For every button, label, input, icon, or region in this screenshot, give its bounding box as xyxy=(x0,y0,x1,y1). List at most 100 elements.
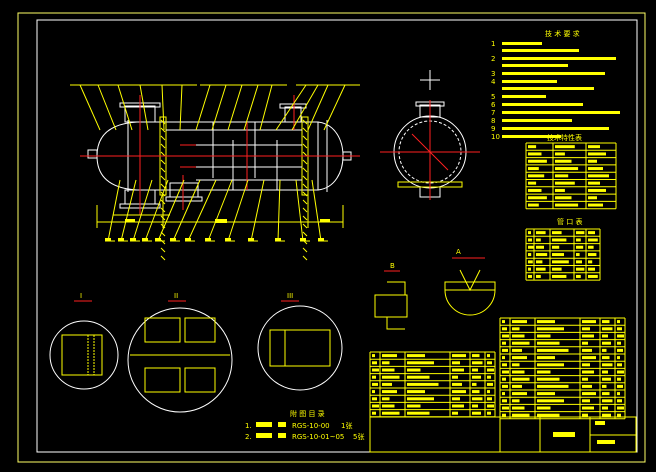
tech-table-cell-text xyxy=(555,188,565,192)
title-block-drawing-number xyxy=(597,440,615,444)
parts-list-cell-text xyxy=(617,392,620,396)
parts-list-cell-text xyxy=(537,341,560,345)
parts-list-cell-text xyxy=(372,361,377,365)
tech-table-cell-text xyxy=(588,145,600,149)
parts-list-cell-text xyxy=(617,377,621,381)
nozzle-table-cell-text xyxy=(552,245,560,249)
tech-table-cell-text xyxy=(528,203,539,207)
leader-line xyxy=(79,84,101,131)
drawing-list-number: 2. xyxy=(245,433,252,441)
parts-list-cell-text xyxy=(382,397,390,401)
parts-list-cell-text xyxy=(617,370,624,374)
note-number: 8 xyxy=(491,117,495,125)
note-text-line xyxy=(502,72,605,75)
parts-list-cell-text xyxy=(502,356,505,360)
parts-list-cell-text xyxy=(372,390,375,394)
note-text-line xyxy=(502,42,542,45)
parts-list-cell-text xyxy=(382,404,395,408)
parts-list-cell-text xyxy=(537,377,560,381)
nozzle-table-cell-text xyxy=(552,238,567,242)
nozzle-table: 管 口 表 xyxy=(525,217,601,281)
tech-table-cell-text xyxy=(528,152,542,156)
parts-list-cell-text xyxy=(452,411,458,415)
parts-list-cell-text xyxy=(452,361,460,365)
nozzle-table-cell-text xyxy=(588,253,597,257)
leader-line xyxy=(144,179,169,242)
nozzle-table-cell-text xyxy=(588,267,595,271)
nozzle-table-cell-text xyxy=(536,253,548,257)
tech-table-cell-text xyxy=(555,167,579,171)
leader-line xyxy=(227,179,249,242)
note-number: 3 xyxy=(491,70,495,78)
parts-list-cell-text xyxy=(502,348,508,352)
parts-list-cell-text xyxy=(487,354,490,358)
nozzle-table-cell-text xyxy=(528,231,531,235)
nozzle-table-cell-text xyxy=(528,274,532,278)
parts-list-cell-text xyxy=(502,363,507,367)
tech-spec-table: 技术特性表 xyxy=(525,133,617,210)
parts-list-cell-text xyxy=(512,392,527,396)
parts-list-cell-text xyxy=(617,334,624,338)
note-text-line xyxy=(502,127,609,130)
parts-list-cell-text xyxy=(537,334,551,338)
note-number: 5 xyxy=(491,93,495,101)
parts-list-cell-text xyxy=(502,413,506,417)
parts-list-cell-text xyxy=(502,406,509,410)
nozzle-table-cell-text xyxy=(552,267,562,271)
nozzle-table-cell-text xyxy=(528,238,532,242)
note-number: 9 xyxy=(491,125,495,133)
parts-list-cell-text xyxy=(502,370,509,374)
leader-line xyxy=(187,179,217,242)
parts-list-cell-text xyxy=(582,341,588,345)
nozzle-table-cell-text xyxy=(536,231,546,235)
parts-list-cell-text xyxy=(472,354,480,358)
note-text-line xyxy=(502,87,594,90)
parts-list-cell-text xyxy=(382,411,400,415)
drawing-list-row: 1. RGS-10-00 1张 xyxy=(245,421,352,430)
parts-list-cell-text xyxy=(487,390,490,394)
parts-list-cell-text xyxy=(382,361,390,365)
nozzle-table-cell-text xyxy=(536,274,541,278)
parts-list-cell-text xyxy=(472,390,480,394)
parts-list-cell-text xyxy=(452,382,462,386)
part-number-label xyxy=(185,238,191,241)
drawing-list-row: 2. RGS-10-01~05 5张 xyxy=(245,432,364,441)
parts-list-cell-text xyxy=(512,341,530,345)
parts-list-cell-text xyxy=(602,327,613,331)
parts-list-cell-text xyxy=(512,348,522,352)
leader-line xyxy=(250,179,265,242)
nozzle-table-cell-text xyxy=(552,274,567,278)
note-number: 4 xyxy=(491,78,496,86)
parts-list-cell-text xyxy=(502,320,505,324)
parts-list-cell-text xyxy=(372,368,379,372)
parts-list-cell-text xyxy=(582,384,592,388)
parts-list-cell-text xyxy=(537,356,555,360)
leader-line xyxy=(277,179,281,242)
parts-list-cell-text xyxy=(617,399,622,403)
nozzle-table-cell-text xyxy=(576,260,582,264)
parts-list-cell-text xyxy=(617,356,620,360)
parts-list-cell-text xyxy=(582,370,594,374)
parts-list-cell-text xyxy=(582,406,594,410)
note-text-line xyxy=(502,95,546,98)
tech-table-cell-text xyxy=(555,145,575,149)
parts-list-cell-text xyxy=(617,320,620,324)
tech-table-cell-text xyxy=(588,188,606,192)
tech-table-cell-text xyxy=(588,159,597,163)
parts-list-cell-text xyxy=(617,348,623,352)
tech-table-cell-text xyxy=(528,159,547,163)
vessel-elevation xyxy=(70,84,360,261)
leader-line xyxy=(172,179,201,242)
nozzle-table-cell-text xyxy=(536,238,541,242)
tech-table-cell-text xyxy=(555,196,572,200)
note-number: 2 xyxy=(491,55,495,63)
tech-table-cell-text xyxy=(528,167,539,171)
parts-list-cell-text xyxy=(582,334,594,338)
tech-table-cell-text xyxy=(555,181,575,185)
nozzle-table-cell-text xyxy=(552,260,569,264)
outer-frame xyxy=(17,12,646,463)
parts-list-cell-text xyxy=(407,411,430,415)
tech-table-cell-text xyxy=(528,188,542,192)
